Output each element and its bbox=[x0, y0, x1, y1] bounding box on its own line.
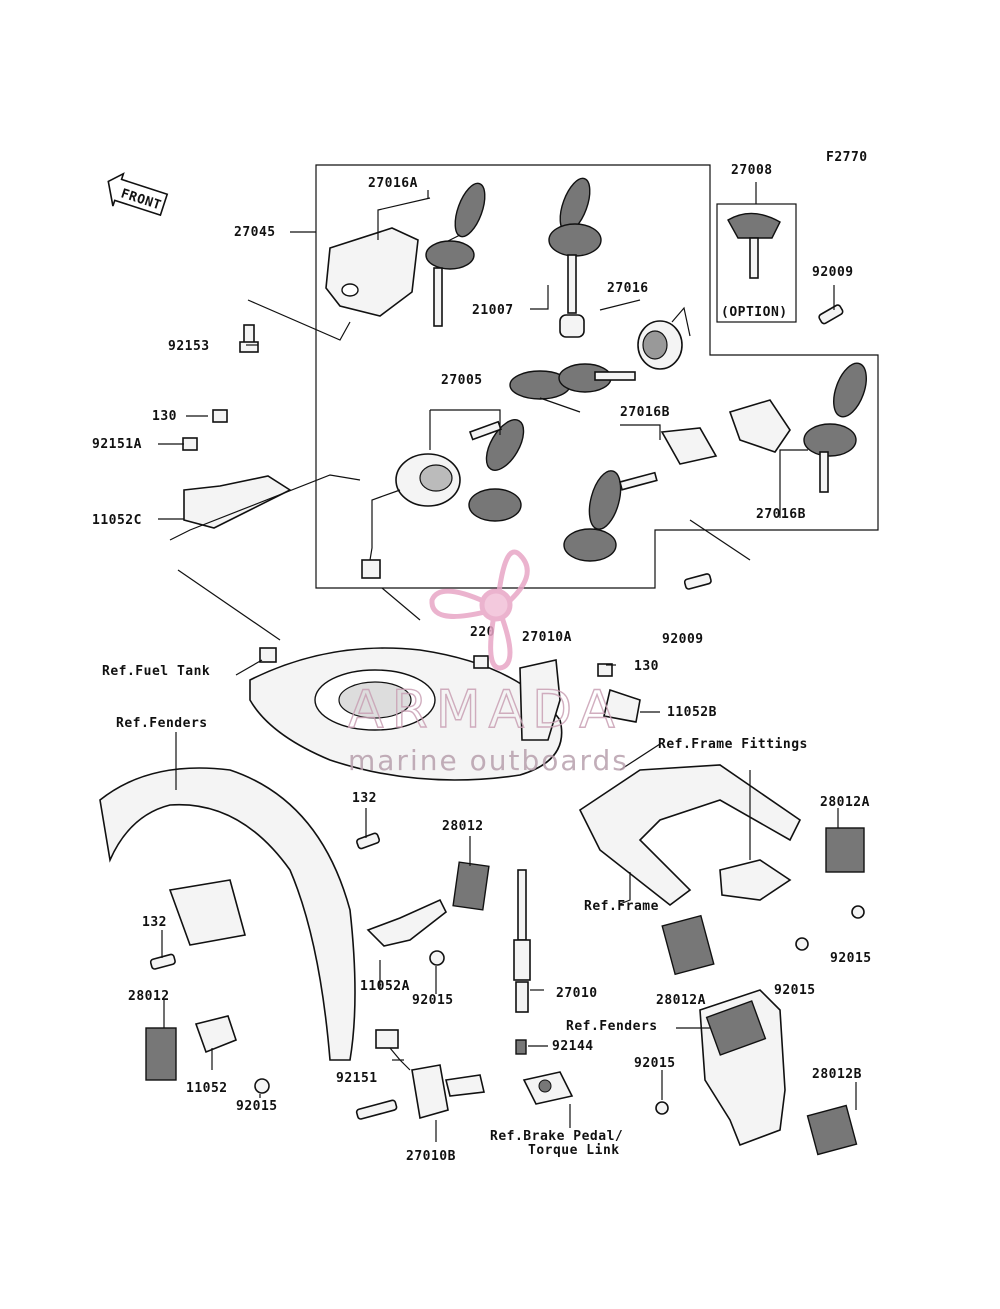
label-130-b: 130 bbox=[634, 659, 659, 674]
label-ref-fuel-tank: Ref.Fuel Tank bbox=[102, 664, 210, 679]
fuel-tank bbox=[249, 647, 563, 781]
label-28012A-right: 28012A bbox=[820, 795, 870, 810]
label-11052A: 11052A bbox=[360, 979, 410, 994]
key-pair-27016A bbox=[425, 182, 486, 327]
label-92151A: 92151A bbox=[92, 437, 142, 452]
label-27016B-right: 27016B bbox=[756, 507, 806, 522]
label-92009-a: 92009 bbox=[812, 265, 854, 280]
leader-lines bbox=[158, 182, 857, 1142]
label-ref-brake-pedal: Ref.Brake Pedal/ bbox=[490, 1129, 623, 1144]
lock-body-27016A bbox=[325, 197, 431, 317]
key-pair-27005 bbox=[468, 419, 525, 522]
option-key-box: (OPTION) bbox=[716, 203, 797, 323]
ignition-kit-outline bbox=[315, 164, 879, 589]
label-11052: 11052 bbox=[186, 1081, 228, 1096]
switch-27010A bbox=[473, 655, 641, 741]
label-27016B-top: 27016B bbox=[620, 405, 670, 420]
label-21007: 21007 bbox=[472, 303, 514, 318]
option-label: (OPTION) bbox=[721, 305, 788, 320]
label-92144: 92144 bbox=[552, 1039, 594, 1054]
label-11052B: 11052B bbox=[667, 705, 717, 720]
switch-27010 bbox=[513, 869, 531, 1013]
bracket-11052A bbox=[366, 898, 448, 966]
label-27010A: 27010A bbox=[522, 630, 572, 645]
label-28012-front: 28012 bbox=[128, 989, 170, 1004]
label-28012B: 28012B bbox=[812, 1067, 862, 1082]
label-92015-c: 92015 bbox=[774, 983, 816, 998]
label-27016A: 27016A bbox=[368, 176, 418, 191]
label-132-b: 132 bbox=[142, 915, 167, 930]
switch-27010B bbox=[355, 1029, 485, 1120]
watermark-brand: ARMADA bbox=[348, 680, 623, 740]
label-27008: 27008 bbox=[731, 163, 773, 178]
key-pair-27016B-top bbox=[563, 427, 718, 562]
label-92009-b: 92009 bbox=[662, 632, 704, 647]
label-11052C: 11052C bbox=[92, 513, 142, 528]
label-ref-frame-fittings: Ref.Frame Fittings bbox=[658, 737, 808, 752]
bolt-132-b bbox=[149, 953, 176, 970]
bracket-11052C bbox=[182, 409, 292, 529]
figure-code: F2770 bbox=[826, 150, 868, 165]
label-27010: 27010 bbox=[556, 986, 598, 1001]
propeller-logo-icon bbox=[429, 549, 530, 671]
label-27016: 27016 bbox=[607, 281, 649, 296]
label-ref-frame: Ref.Frame bbox=[584, 899, 659, 914]
label-220: 220 bbox=[470, 625, 495, 640]
rear-fender bbox=[699, 989, 786, 1147]
label-130-a: 130 bbox=[152, 409, 177, 424]
front-arrow-icon: FRONT bbox=[107, 172, 169, 217]
bolt-92153 bbox=[239, 324, 259, 353]
bolt-132-a bbox=[356, 832, 381, 850]
key-pair-27016B-right bbox=[728, 362, 867, 493]
label-132-a: 132 bbox=[352, 791, 377, 806]
label-27010B: 27010B bbox=[406, 1149, 456, 1164]
label-92015-b: 92015 bbox=[830, 951, 872, 966]
label-92151: 92151 bbox=[336, 1071, 378, 1086]
part-labels: 27016A 27045 92153 130 92151A 11052C 210… bbox=[92, 163, 872, 1164]
label-92153: 92153 bbox=[168, 339, 210, 354]
reflector-28012-top bbox=[452, 861, 490, 911]
lock-cylinder-27016 bbox=[637, 306, 691, 370]
reflector-28012-front bbox=[145, 1027, 177, 1081]
label-92015-a: 92015 bbox=[412, 993, 454, 1008]
front-fender bbox=[99, 767, 356, 1061]
label-92015-d: 92015 bbox=[634, 1056, 676, 1071]
label-ref-torque-link: Torque Link bbox=[528, 1143, 620, 1158]
label-28012A-bottom: 28012A bbox=[656, 993, 706, 1008]
spring-92144 bbox=[515, 1039, 527, 1055]
label-27005: 27005 bbox=[441, 373, 483, 388]
label-ref-fenders-rear: Ref.Fenders bbox=[566, 1019, 658, 1034]
nut-92015-rear bbox=[655, 1101, 669, 1115]
reflector-28012B bbox=[806, 1104, 858, 1156]
key-pair-horizontal bbox=[509, 363, 636, 413]
screw-bottom bbox=[683, 573, 712, 590]
key-pair-21007 bbox=[548, 177, 602, 338]
label-92015-e: 92015 bbox=[236, 1099, 278, 1114]
bracket-11052 bbox=[194, 1015, 270, 1094]
label-28012-top: 28012 bbox=[442, 819, 484, 834]
reflector-frame-plate bbox=[661, 914, 715, 976]
frame-fitting bbox=[578, 764, 802, 907]
bolt-92009 bbox=[818, 304, 844, 325]
watermark-tagline: marine outboards bbox=[348, 744, 629, 777]
label-ref-fenders-front: Ref.Fenders bbox=[116, 716, 208, 731]
nut-92015-frame bbox=[795, 905, 865, 951]
ignition-switch-27005 bbox=[361, 453, 461, 579]
brake-pedal-link bbox=[522, 1071, 574, 1105]
watermark: ARMADA marine outboards bbox=[347, 549, 629, 777]
reflector-28012A-right bbox=[825, 827, 865, 873]
label-27045: 27045 bbox=[234, 225, 276, 240]
